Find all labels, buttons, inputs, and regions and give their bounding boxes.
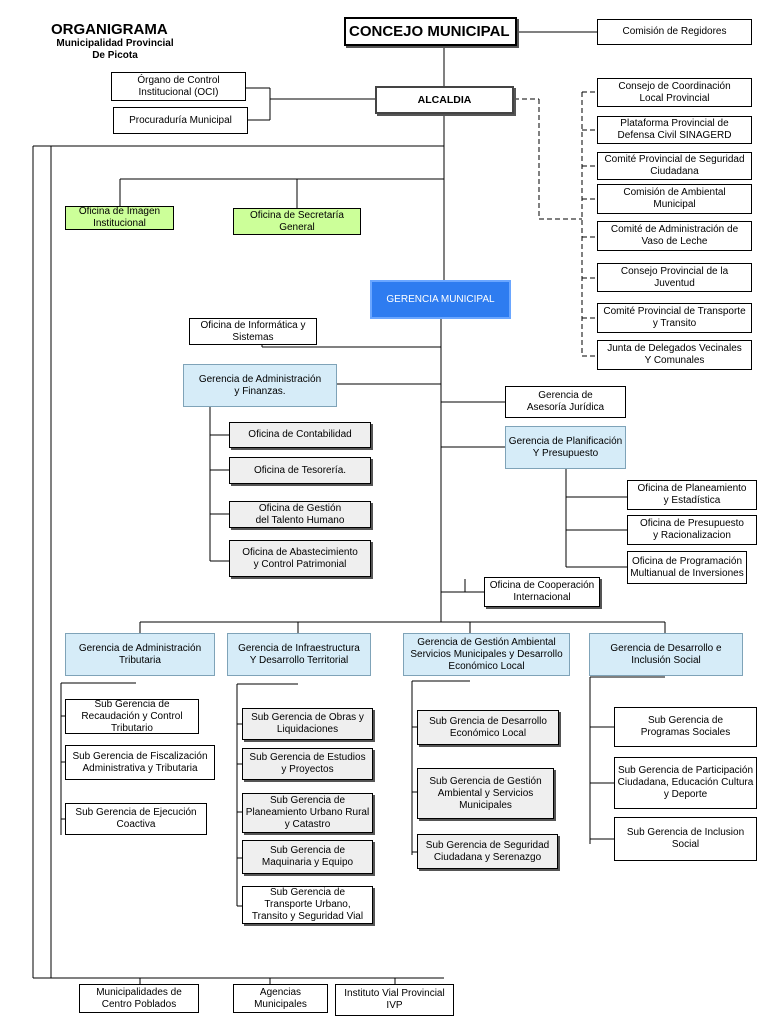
- node-procuraduria[interactable]: Procuraduría Municipal: [113, 107, 248, 134]
- node-gerencia-admin-finanzas[interactable]: Gerencia de Administración y Finanzas.: [183, 364, 337, 407]
- node-cooperacion[interactable]: Oficina de Cooperación Internacional: [484, 577, 600, 607]
- node-gerencia-ambiental[interactable]: Gerencia de Gestión Ambiental Servicios …: [403, 633, 570, 676]
- node-consultive-8[interactable]: Junta de Delegados Vecinales Y Comunales: [597, 340, 752, 370]
- node-asesoria-juridica[interactable]: Gerencia de Asesoría Jurídica: [505, 386, 626, 418]
- node-sg-maquinaria[interactable]: Sub Gerencia de Maquinaria y Equipo: [242, 840, 373, 874]
- node-sg-estudios[interactable]: Sub Gerencia de Estudios y Proyectos: [242, 748, 373, 780]
- node-sg-fiscalizacion[interactable]: Sub Gerencia de Fiscalización Administra…: [65, 745, 215, 780]
- node-centros-poblados[interactable]: Municipalidades de Centro Poblados: [79, 984, 199, 1013]
- node-imagen-institucional[interactable]: Oficina de Imagen Institucional: [65, 206, 174, 230]
- node-consultive-1[interactable]: Consejo de Coordinación Local Provincial: [597, 78, 752, 107]
- node-gerencia-infraestructura[interactable]: Gerencia de Infraestructura Y Desarrollo…: [227, 633, 371, 676]
- node-sg-seguridad-ciudadana[interactable]: Sub Gerencia de Seguridad Ciudadana y Se…: [417, 834, 558, 869]
- node-alcaldia[interactable]: ALCALDIA: [375, 86, 514, 114]
- node-consultive-5[interactable]: Comité de Administración de Vaso de Lech…: [597, 221, 752, 251]
- node-planificacion[interactable]: Gerencia de Planificación Y Presupuesto: [505, 426, 626, 469]
- node-secretaria-general[interactable]: Oficina de Secretaría General: [233, 208, 361, 235]
- node-programacion[interactable]: Oficina de Programación Multianual de In…: [627, 551, 747, 584]
- node-concejo-municipal[interactable]: CONCEJO MUNICIPAL: [344, 17, 517, 46]
- node-consultive-2[interactable]: Plataforma Provincial de Defensa Civil S…: [597, 116, 752, 144]
- node-informatica[interactable]: Oficina de Informática y Sistemas: [189, 318, 317, 345]
- node-consultive-7[interactable]: Comité Provincial de Transporte y Transi…: [597, 303, 752, 333]
- node-comision-regidores[interactable]: Comisión de Regidores: [597, 19, 752, 45]
- node-talento-humano[interactable]: Oficina de Gestión del Talento Humano: [229, 501, 371, 528]
- node-presupuesto[interactable]: Oficina de Presupuesto y Racionalizacion: [627, 515, 757, 545]
- node-sg-inclusion[interactable]: Sub Gerencia de Inclusion Social: [614, 817, 757, 861]
- node-consultive-4[interactable]: Comisión de Ambiental Municipal: [597, 184, 752, 214]
- node-abastecimiento[interactable]: Oficina de Abastecimiento y Control Patr…: [229, 540, 371, 577]
- node-sg-recaudacion[interactable]: Sub Gerencia de Recaudación y Control Tr…: [65, 699, 199, 734]
- node-gerencia-tributaria[interactable]: Gerencia de Administración Tributaria: [65, 633, 215, 676]
- node-ivp[interactable]: Instituto Vial Provincial IVP: [335, 984, 454, 1016]
- node-sg-desarrollo-economico[interactable]: Sub Grencia de Desarrollo Económico Loca…: [417, 710, 559, 745]
- chart-subtitle: Municipalidad Provincial De Picota: [56, 38, 174, 61]
- node-sg-coactiva[interactable]: Sub Gerencia de Ejecución Coactiva: [65, 803, 207, 835]
- node-sg-gestion-ambiental[interactable]: Sub Gerencia de Gestión Ambiental y Serv…: [417, 768, 554, 819]
- node-consultive-6[interactable]: Consejo Provincial de la Juventud: [597, 263, 752, 292]
- chart-header: ORGANIGRAMA Municipalidad Provincial De …: [45, 21, 185, 62]
- node-sg-programas-sociales[interactable]: Sub Gerencia de Programas Sociales: [614, 707, 757, 747]
- node-sg-participacion[interactable]: Sub Gerencia de Participación Ciudadana,…: [614, 757, 757, 809]
- node-sg-obras[interactable]: Sub Gerencia de Obras y Liquidaciones: [242, 708, 373, 740]
- node-agencias-municipales[interactable]: Agencias Municipales: [233, 984, 328, 1013]
- node-tesoreria[interactable]: Oficina de Tesorería.: [229, 457, 371, 484]
- node-oci[interactable]: Órgano de Control Institucional (OCI): [111, 72, 246, 101]
- node-planeamiento[interactable]: Oficina de Planeamiento y Estadística: [627, 480, 757, 510]
- node-sg-planeamiento-urbano[interactable]: Sub Gerencia de Planeamiento Urbano Rura…: [242, 793, 373, 833]
- node-gerencia-municipal[interactable]: GERENCIA MUNICIPAL: [370, 280, 511, 319]
- node-contabilidad[interactable]: Oficina de Contabilidad: [229, 422, 371, 448]
- node-sg-transporte[interactable]: Sub Gerencia de Transporte Urbano, Trans…: [242, 886, 373, 924]
- node-gerencia-social[interactable]: Gerencia de Desarrollo e Inclusión Socia…: [589, 633, 743, 676]
- chart-title: ORGANIGRAMA: [51, 21, 168, 38]
- node-consultive-3[interactable]: Comité Provincial de Seguridad Ciudadana: [597, 152, 752, 180]
